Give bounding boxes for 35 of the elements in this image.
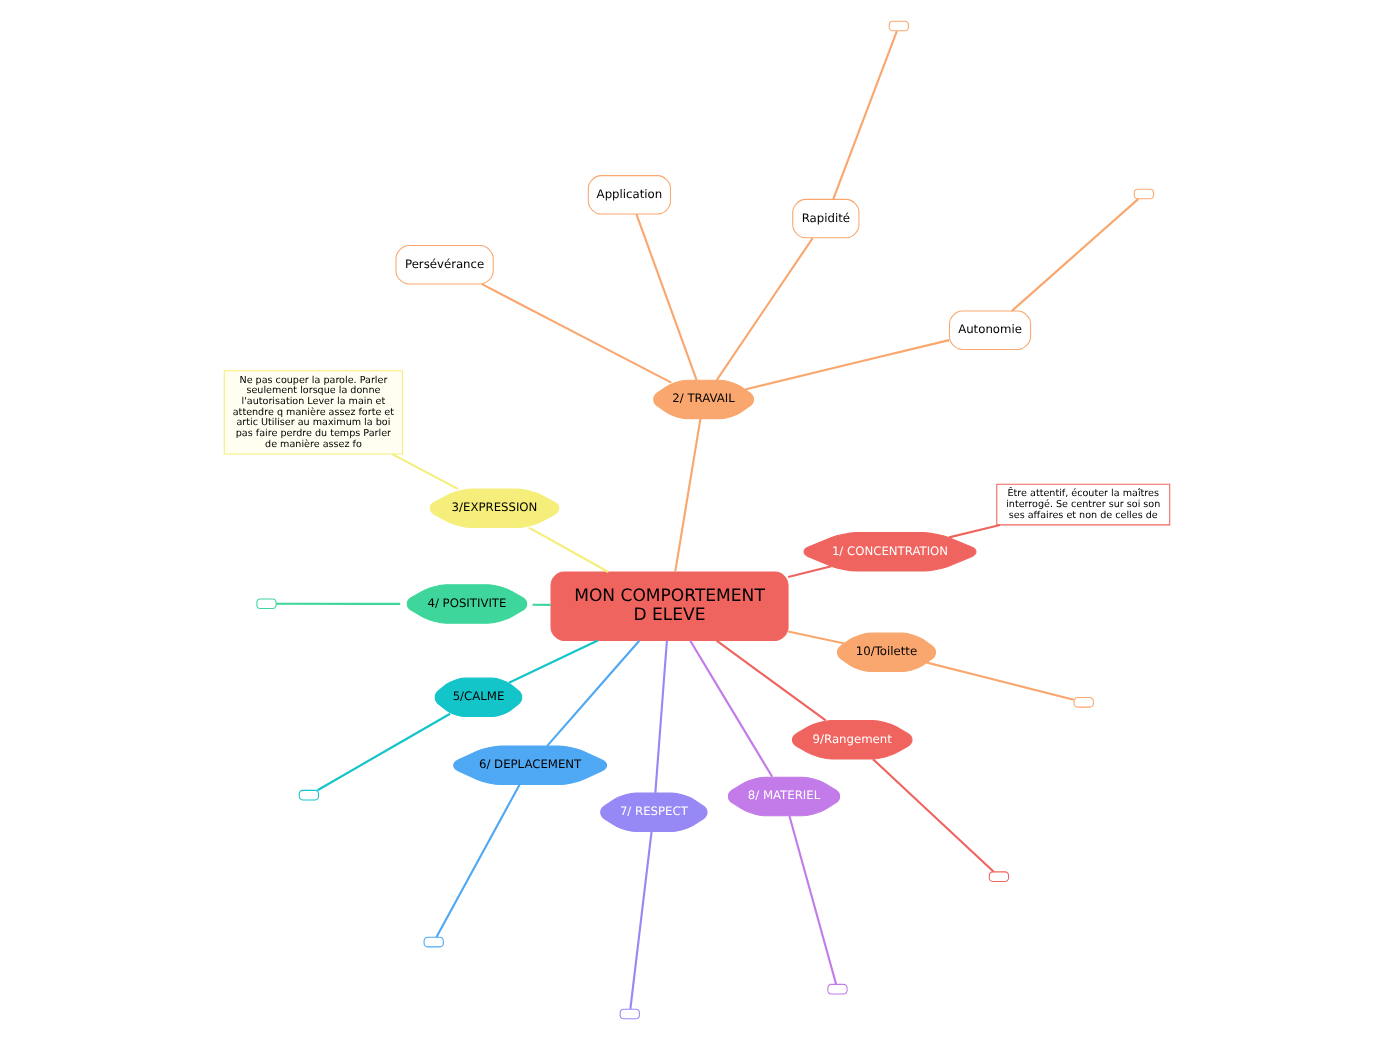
node-box	[827, 983, 848, 995]
connector	[546, 640, 641, 747]
connector	[787, 630, 845, 645]
node-box	[1073, 696, 1094, 708]
connector	[654, 640, 668, 793]
node-box	[988, 871, 1010, 882]
connector	[316, 712, 451, 792]
connector	[715, 639, 827, 722]
connector	[481, 283, 672, 384]
connector	[788, 815, 838, 985]
node-box	[423, 936, 444, 948]
connector	[872, 758, 995, 873]
node-box	[619, 1008, 640, 1020]
connector	[635, 213, 698, 381]
node-box: MON COMPORTEMENT D ELEVE	[550, 571, 789, 641]
connector	[532, 603, 551, 606]
connector	[948, 523, 1001, 539]
connector	[528, 526, 609, 573]
connector	[276, 602, 401, 605]
node-box	[888, 20, 909, 32]
connector	[787, 565, 832, 578]
connector	[715, 237, 814, 381]
connector	[391, 453, 459, 491]
connector	[832, 30, 898, 200]
node-box	[1133, 188, 1155, 200]
connector	[926, 661, 1075, 701]
node-box	[256, 598, 277, 610]
connector	[435, 784, 521, 938]
connector	[689, 640, 774, 778]
connector	[508, 639, 599, 684]
connector	[674, 418, 702, 572]
node-box	[298, 789, 320, 801]
connector	[629, 831, 653, 1010]
connector	[1011, 198, 1140, 312]
connector	[744, 339, 950, 391]
